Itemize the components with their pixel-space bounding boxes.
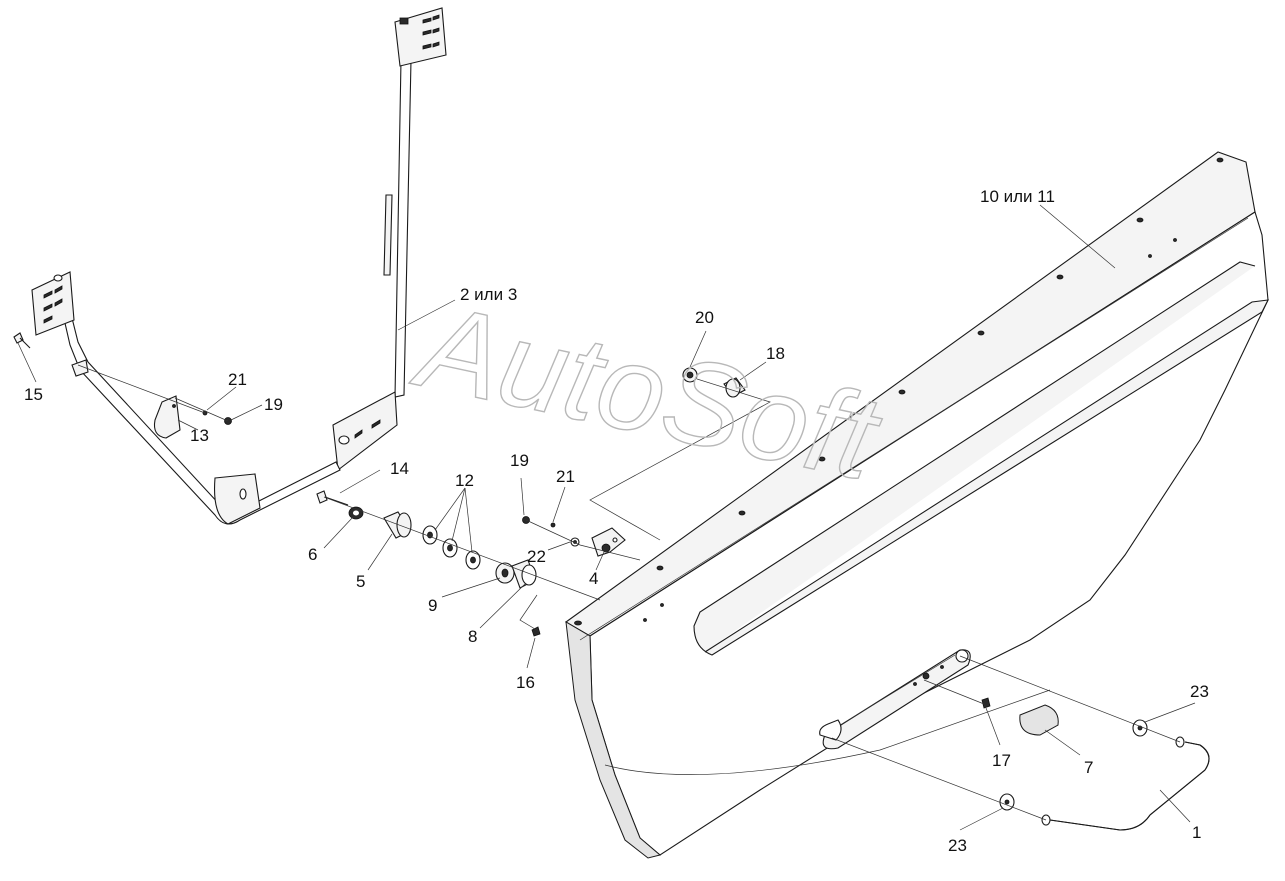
callout-5: 5 (356, 572, 365, 591)
callout-18: 18 (766, 344, 785, 363)
bolt-15 (13, 332, 31, 349)
bracket-frame (31, 7, 447, 525)
side-panel (564, 151, 1269, 859)
clip-13 (153, 395, 181, 439)
bushings-18-20 (682, 367, 746, 398)
fastener-stack (202, 410, 626, 637)
callout-21-left: 21 (228, 370, 247, 389)
callout-2: 2 или 3 (460, 285, 517, 304)
callout-15: 15 (24, 385, 43, 404)
callout-6: 6 (308, 545, 317, 564)
watermark: AutoSoft (404, 277, 893, 506)
callout-23-bottom: 23 (948, 836, 967, 855)
callout-7: 7 (1084, 758, 1093, 777)
callout-23-top: 23 (1190, 682, 1209, 701)
callout-1: 1 (1192, 823, 1201, 842)
callout-16: 16 (516, 673, 535, 692)
handle-recess (819, 649, 971, 750)
callout-labels: 1 2 или 3 4 5 6 7 8 9 10 или 11 12 13 14… (24, 187, 1209, 855)
callout-12: 12 (455, 471, 474, 490)
callout-4: 4 (589, 569, 598, 588)
callout-19-left: 19 (264, 395, 283, 414)
callout-13: 13 (190, 426, 209, 445)
callout-8: 8 (468, 627, 477, 646)
panel-holes (574, 157, 1224, 626)
callout-9: 9 (428, 596, 437, 615)
handle-assembly (981, 697, 1210, 831)
callout-17: 17 (992, 751, 1011, 770)
leader-lines (17, 204, 1196, 831)
callout-22: 22 (527, 547, 546, 566)
assembly-lines (77, 364, 1181, 821)
callout-20: 20 (695, 308, 714, 327)
callout-14: 14 (390, 459, 409, 478)
callout-10: 10 или 11 (980, 187, 1055, 206)
callout-19-right: 19 (510, 451, 529, 470)
callout-21-right: 21 (556, 467, 575, 486)
